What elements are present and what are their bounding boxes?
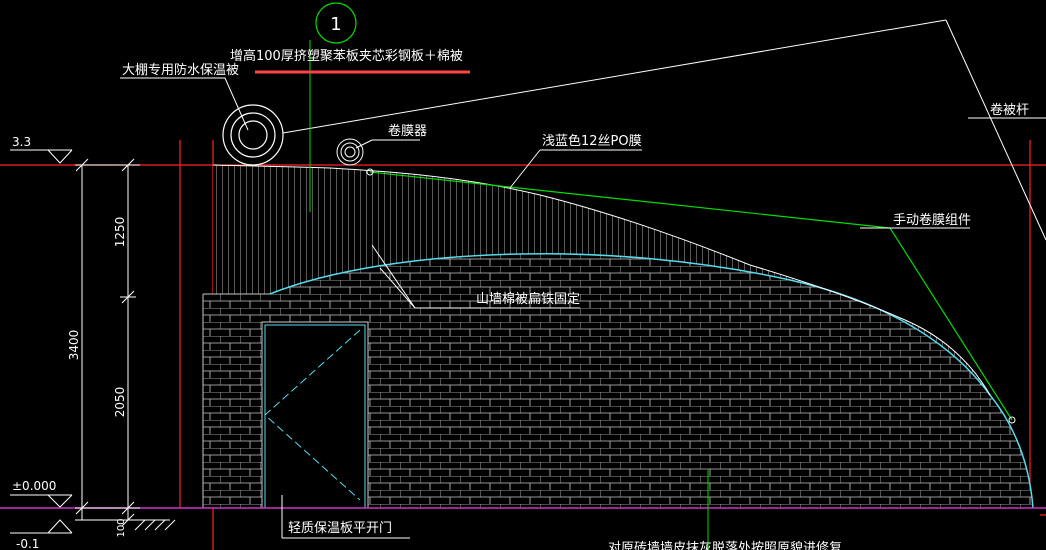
- circle-tag-label: 1: [330, 14, 341, 35]
- film-clamps: [366, 168, 1016, 424]
- gable-fix-label: 山墙棉被扁铁固定: [476, 292, 580, 307]
- po-film-line: [369, 171, 1013, 421]
- dimension-chain: [75, 158, 140, 527]
- raised-panel-hatch: [213, 165, 990, 395]
- elev-bottom-label: -0.1: [16, 537, 39, 550]
- insulation-quilt-roll: [222, 104, 284, 166]
- elevation-markers: [10, 149, 73, 534]
- po-film-label: 浅蓝色12丝PO膜: [542, 133, 642, 149]
- dim-base-label: 100: [116, 518, 127, 537]
- dim-lower-label: 2050: [113, 387, 127, 418]
- door: [261, 321, 369, 509]
- arch-line: [269, 252, 1034, 509]
- roller-rod-lines: [282, 19, 1046, 241]
- film-roller-label: 卷膜器: [388, 123, 427, 139]
- door-label: 轻质保温板平开门: [288, 521, 392, 536]
- ground-hatch: [130, 519, 176, 531]
- bottom-note-label: 对原砖墙墙皮抹灰脱落处按照原貌进修复: [608, 541, 842, 550]
- roof-curve: [212, 164, 991, 396]
- elev-top-label: 3.3: [12, 135, 31, 149]
- leader-lines: [120, 77, 1046, 539]
- circle-tag: [315, 2, 357, 44]
- dim-upper-label: 1250: [113, 217, 127, 248]
- raised-panel-label: 增高100厚挤塑聚苯板夹芯彩钢板＋棉被: [230, 48, 463, 64]
- manual-film-set-label: 手动卷膜组件: [893, 212, 971, 228]
- dim-total-label: 3400: [67, 330, 81, 361]
- elev-zero-label: ±0.000: [12, 479, 56, 493]
- roller-rod-label: 卷被杆: [990, 102, 1029, 118]
- insulation-quilt-label: 大棚专用防水保温被: [122, 62, 239, 78]
- film-roller: [336, 138, 364, 166]
